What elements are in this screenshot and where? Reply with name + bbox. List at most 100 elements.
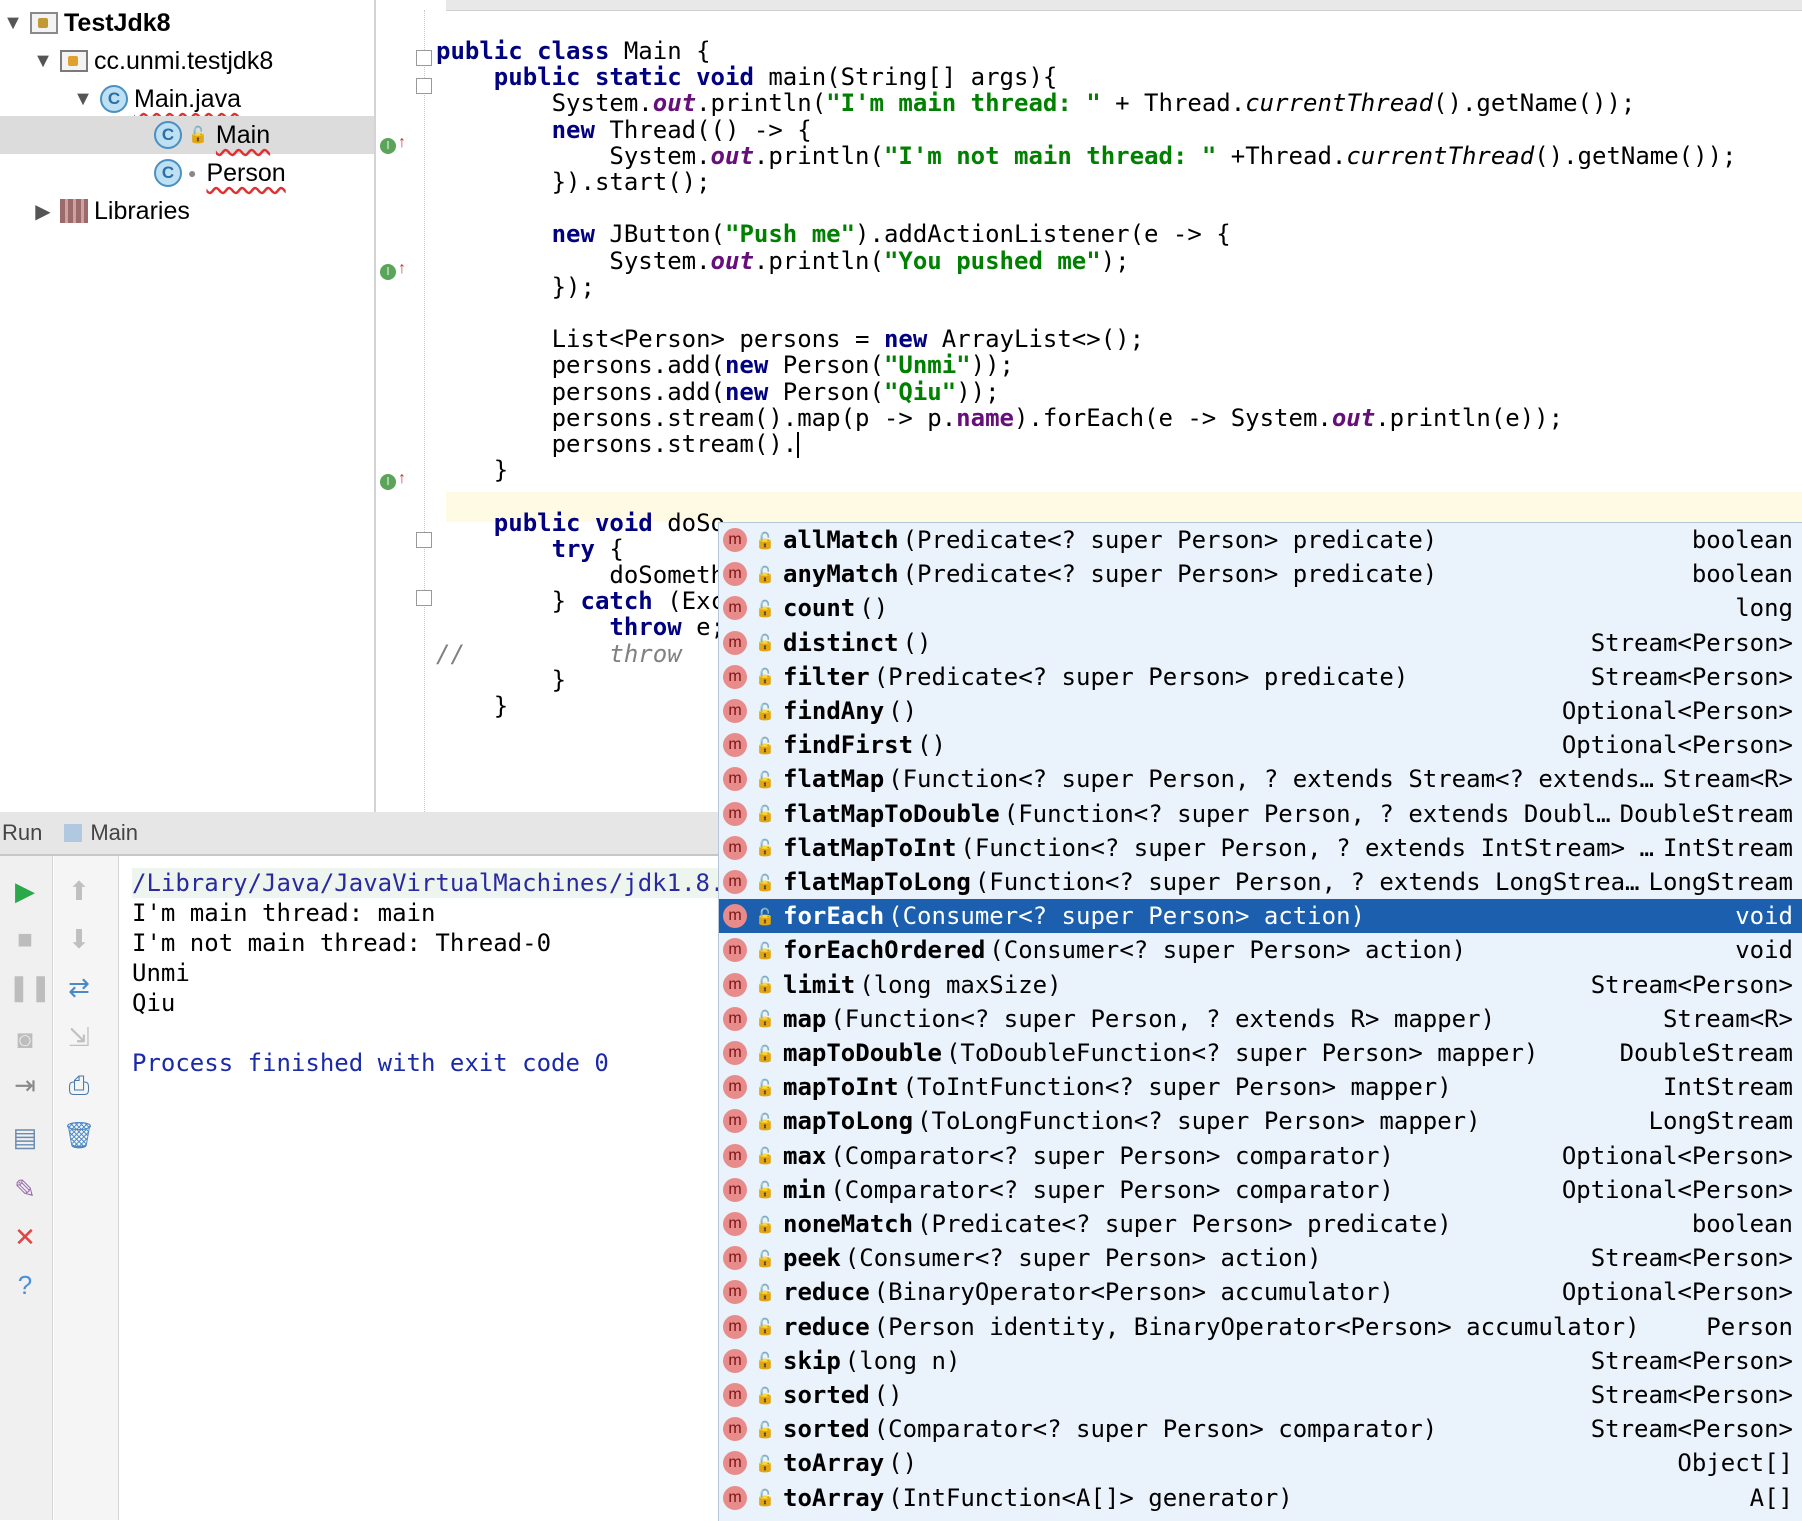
- code-line[interactable]: }: [436, 691, 508, 721]
- libraries-label: Libraries: [94, 197, 190, 226]
- method-name: flatMapToDouble: [783, 800, 1000, 828]
- console-output[interactable]: /Library/Java/JavaVirtualMachines/jdk1.8…: [132, 868, 739, 1078]
- method-icon: m: [723, 1349, 747, 1373]
- code-line[interactable]: }).start();: [436, 167, 711, 197]
- method-params: (Predicate<? super Person> predicate): [903, 526, 1438, 554]
- scroll-to-end-icon[interactable]: ⇲: [62, 1020, 96, 1054]
- expand-arrow-icon[interactable]: ▼: [70, 88, 96, 111]
- public-lock-icon: 🔓: [755, 1317, 775, 1336]
- completion-item[interactable]: m🔓sorted(Comparator<? super Person> comp…: [719, 1412, 1802, 1446]
- method-icon: m: [723, 1417, 747, 1441]
- completion-item[interactable]: m🔓min(Comparator<? super Person> compara…: [719, 1173, 1802, 1207]
- fold-icon[interactable]: [416, 50, 432, 66]
- tree-item-libraries[interactable]: ▶ Libraries: [0, 192, 374, 230]
- close-icon[interactable]: ✕: [8, 1220, 42, 1254]
- completion-item[interactable]: m🔓reduce(BinaryOperator<Person> accumula…: [719, 1275, 1802, 1309]
- completion-item[interactable]: m🔓allMatch(Predicate<? super Person> pre…: [719, 523, 1802, 557]
- exit-icon[interactable]: ⇥: [8, 1068, 42, 1102]
- help-icon[interactable]: ?: [8, 1268, 42, 1302]
- pause-icon[interactable]: ❚❚: [8, 970, 42, 1004]
- method-params: (long n): [845, 1347, 961, 1375]
- soft-wrap-icon[interactable]: ⇄: [62, 970, 96, 1004]
- public-lock-icon: 🔓: [755, 1112, 775, 1131]
- completion-item[interactable]: m🔓mapToInt(ToIntFunction<? super Person>…: [719, 1070, 1802, 1104]
- project-tree: ▼ TestJdk8 ▼ cc.unmi.testjdk8 ▼ C Main.j…: [0, 0, 376, 812]
- lambda-marker-icon[interactable]: l: [380, 264, 396, 280]
- stop-icon[interactable]: ■: [8, 922, 42, 956]
- tree-item-class-person[interactable]: C ● Person: [0, 154, 374, 192]
- tree-item-project[interactable]: ▼ TestJdk8: [0, 4, 374, 42]
- run-tab[interactable]: Run: [2, 820, 42, 846]
- completion-item[interactable]: m🔓forEach(Consumer<? super Person> actio…: [719, 899, 1802, 933]
- completion-item[interactable]: m🔓mapToDouble(ToDoubleFunction<? super P…: [719, 1036, 1802, 1070]
- camera-icon[interactable]: ◙: [8, 1022, 42, 1056]
- tree-item-package[interactable]: ▼ cc.unmi.testjdk8: [0, 42, 374, 80]
- method-icon: m: [723, 528, 747, 552]
- layout-icon[interactable]: ▤: [8, 1120, 42, 1154]
- run-panel: ▶ ■ ❚❚ ◙ ⇥ ▤ ✎ ✕ ? ⬆ ⬇ ⇄ ⇲ ⎙ 🗑 /Library/…: [0, 856, 720, 1520]
- code-line[interactable]: });: [436, 272, 595, 302]
- method-params: (Consumer<? super Person> action): [845, 1244, 1322, 1272]
- completion-item[interactable]: m🔓sorted()Stream<Person>: [719, 1378, 1802, 1412]
- java-file-icon: C: [100, 85, 128, 113]
- lambda-marker-icon[interactable]: l: [380, 474, 396, 490]
- completion-item[interactable]: m🔓toArray()Object[]: [719, 1446, 1802, 1480]
- public-lock-icon: 🔓: [755, 1180, 775, 1199]
- completion-item[interactable]: m🔓distinct()Stream<Person>: [719, 626, 1802, 660]
- fold-icon[interactable]: [416, 532, 432, 548]
- completion-item[interactable]: m🔓forEachOrdered(Consumer<? super Person…: [719, 933, 1802, 967]
- completion-item[interactable]: m🔓flatMapToDouble(Function<? super Perso…: [719, 797, 1802, 831]
- completion-item[interactable]: m🔓flatMapToLong(Function<? super Person,…: [719, 865, 1802, 899]
- up-arrow-icon[interactable]: ⬆: [62, 874, 96, 908]
- method-name: peek: [783, 1244, 841, 1272]
- package-name: cc.unmi.testjdk8: [94, 47, 273, 76]
- method-return-type: IntStream: [1663, 834, 1793, 862]
- pin-icon[interactable]: ✎: [8, 1172, 42, 1206]
- completion-item[interactable]: m🔓mapToLong(ToLongFunction<? super Perso…: [719, 1104, 1802, 1138]
- completion-item[interactable]: m🔓toArray(IntFunction<A[]> generator)A[]: [719, 1481, 1802, 1515]
- code-line[interactable]: }: [436, 455, 508, 485]
- method-return-type: void: [1735, 936, 1793, 964]
- completion-item[interactable]: m🔓peek(Consumer<? super Person> action)S…: [719, 1241, 1802, 1275]
- public-lock-icon: 🔓: [755, 838, 775, 857]
- completion-item[interactable]: m🔓findFirst()Optional<Person>: [719, 728, 1802, 762]
- code-completion-popup[interactable]: m🔓allMatch(Predicate<? super Person> pre…: [718, 522, 1802, 1521]
- completion-item[interactable]: m🔓findAny()Optional<Person>: [719, 694, 1802, 728]
- public-lock-icon: 🔓: [755, 1044, 775, 1063]
- method-name: map: [783, 1005, 826, 1033]
- completion-item[interactable]: m🔓count()long: [719, 591, 1802, 625]
- expand-arrow-icon[interactable]: ▼: [0, 12, 26, 35]
- completion-item[interactable]: m🔓map(Function<? super Person, ? extends…: [719, 1002, 1802, 1036]
- run-toolbar-primary: ▶ ■ ❚❚ ◙ ⇥ ▤ ✎ ✕ ?: [0, 856, 53, 1520]
- down-arrow-icon[interactable]: ⬇: [62, 922, 96, 956]
- method-return-type: IntStream: [1663, 1073, 1793, 1101]
- print-icon[interactable]: ⎙: [62, 1068, 96, 1102]
- public-lock-icon: 🔓: [755, 667, 775, 686]
- fold-icon[interactable]: [416, 590, 432, 606]
- completion-item[interactable]: m🔓noneMatch(Predicate<? super Person> pr…: [719, 1207, 1802, 1241]
- method-return-type: Optional<Person>: [1562, 1278, 1793, 1306]
- rerun-icon[interactable]: ▶: [8, 874, 42, 908]
- run-config-tab[interactable]: Main: [90, 820, 138, 846]
- class-name: Person: [206, 159, 285, 188]
- public-lock-icon: 🔓: [755, 1351, 775, 1370]
- tree-item-class-main[interactable]: C 🔓 Main: [0, 116, 374, 154]
- completion-item[interactable]: m🔓flatMap(Function<? super Person, ? ext…: [719, 762, 1802, 796]
- completion-item[interactable]: m🔓filter(Predicate<? super Person> predi…: [719, 660, 1802, 694]
- completion-item[interactable]: m🔓skip(long n)Stream<Person>: [719, 1344, 1802, 1378]
- completion-item[interactable]: m🔓limit(long maxSize)Stream<Person>: [719, 968, 1802, 1002]
- trash-icon[interactable]: 🗑: [62, 1118, 96, 1152]
- fold-icon[interactable]: [416, 78, 432, 94]
- expand-arrow-icon[interactable]: ▼: [30, 50, 56, 73]
- lambda-marker-icon[interactable]: l: [380, 138, 396, 154]
- method-return-type: Stream<R>: [1663, 765, 1793, 793]
- completion-item[interactable]: m🔓flatMapToInt(Function<? super Person, …: [719, 831, 1802, 865]
- completion-item[interactable]: m🔓anyMatch(Predicate<? super Person> pre…: [719, 557, 1802, 591]
- collapse-arrow-icon[interactable]: ▶: [30, 199, 56, 224]
- method-icon: m: [723, 1041, 747, 1065]
- completion-item[interactable]: m🔓max(Comparator<? super Person> compara…: [719, 1139, 1802, 1173]
- console-command-line: /Library/Java/JavaVirtualMachines/jdk1.8…: [132, 868, 739, 898]
- completion-item[interactable]: m🔓reduce(Person identity, BinaryOperator…: [719, 1310, 1802, 1344]
- class-icon: C: [154, 121, 182, 149]
- tree-item-file[interactable]: ▼ C Main.java: [0, 80, 374, 118]
